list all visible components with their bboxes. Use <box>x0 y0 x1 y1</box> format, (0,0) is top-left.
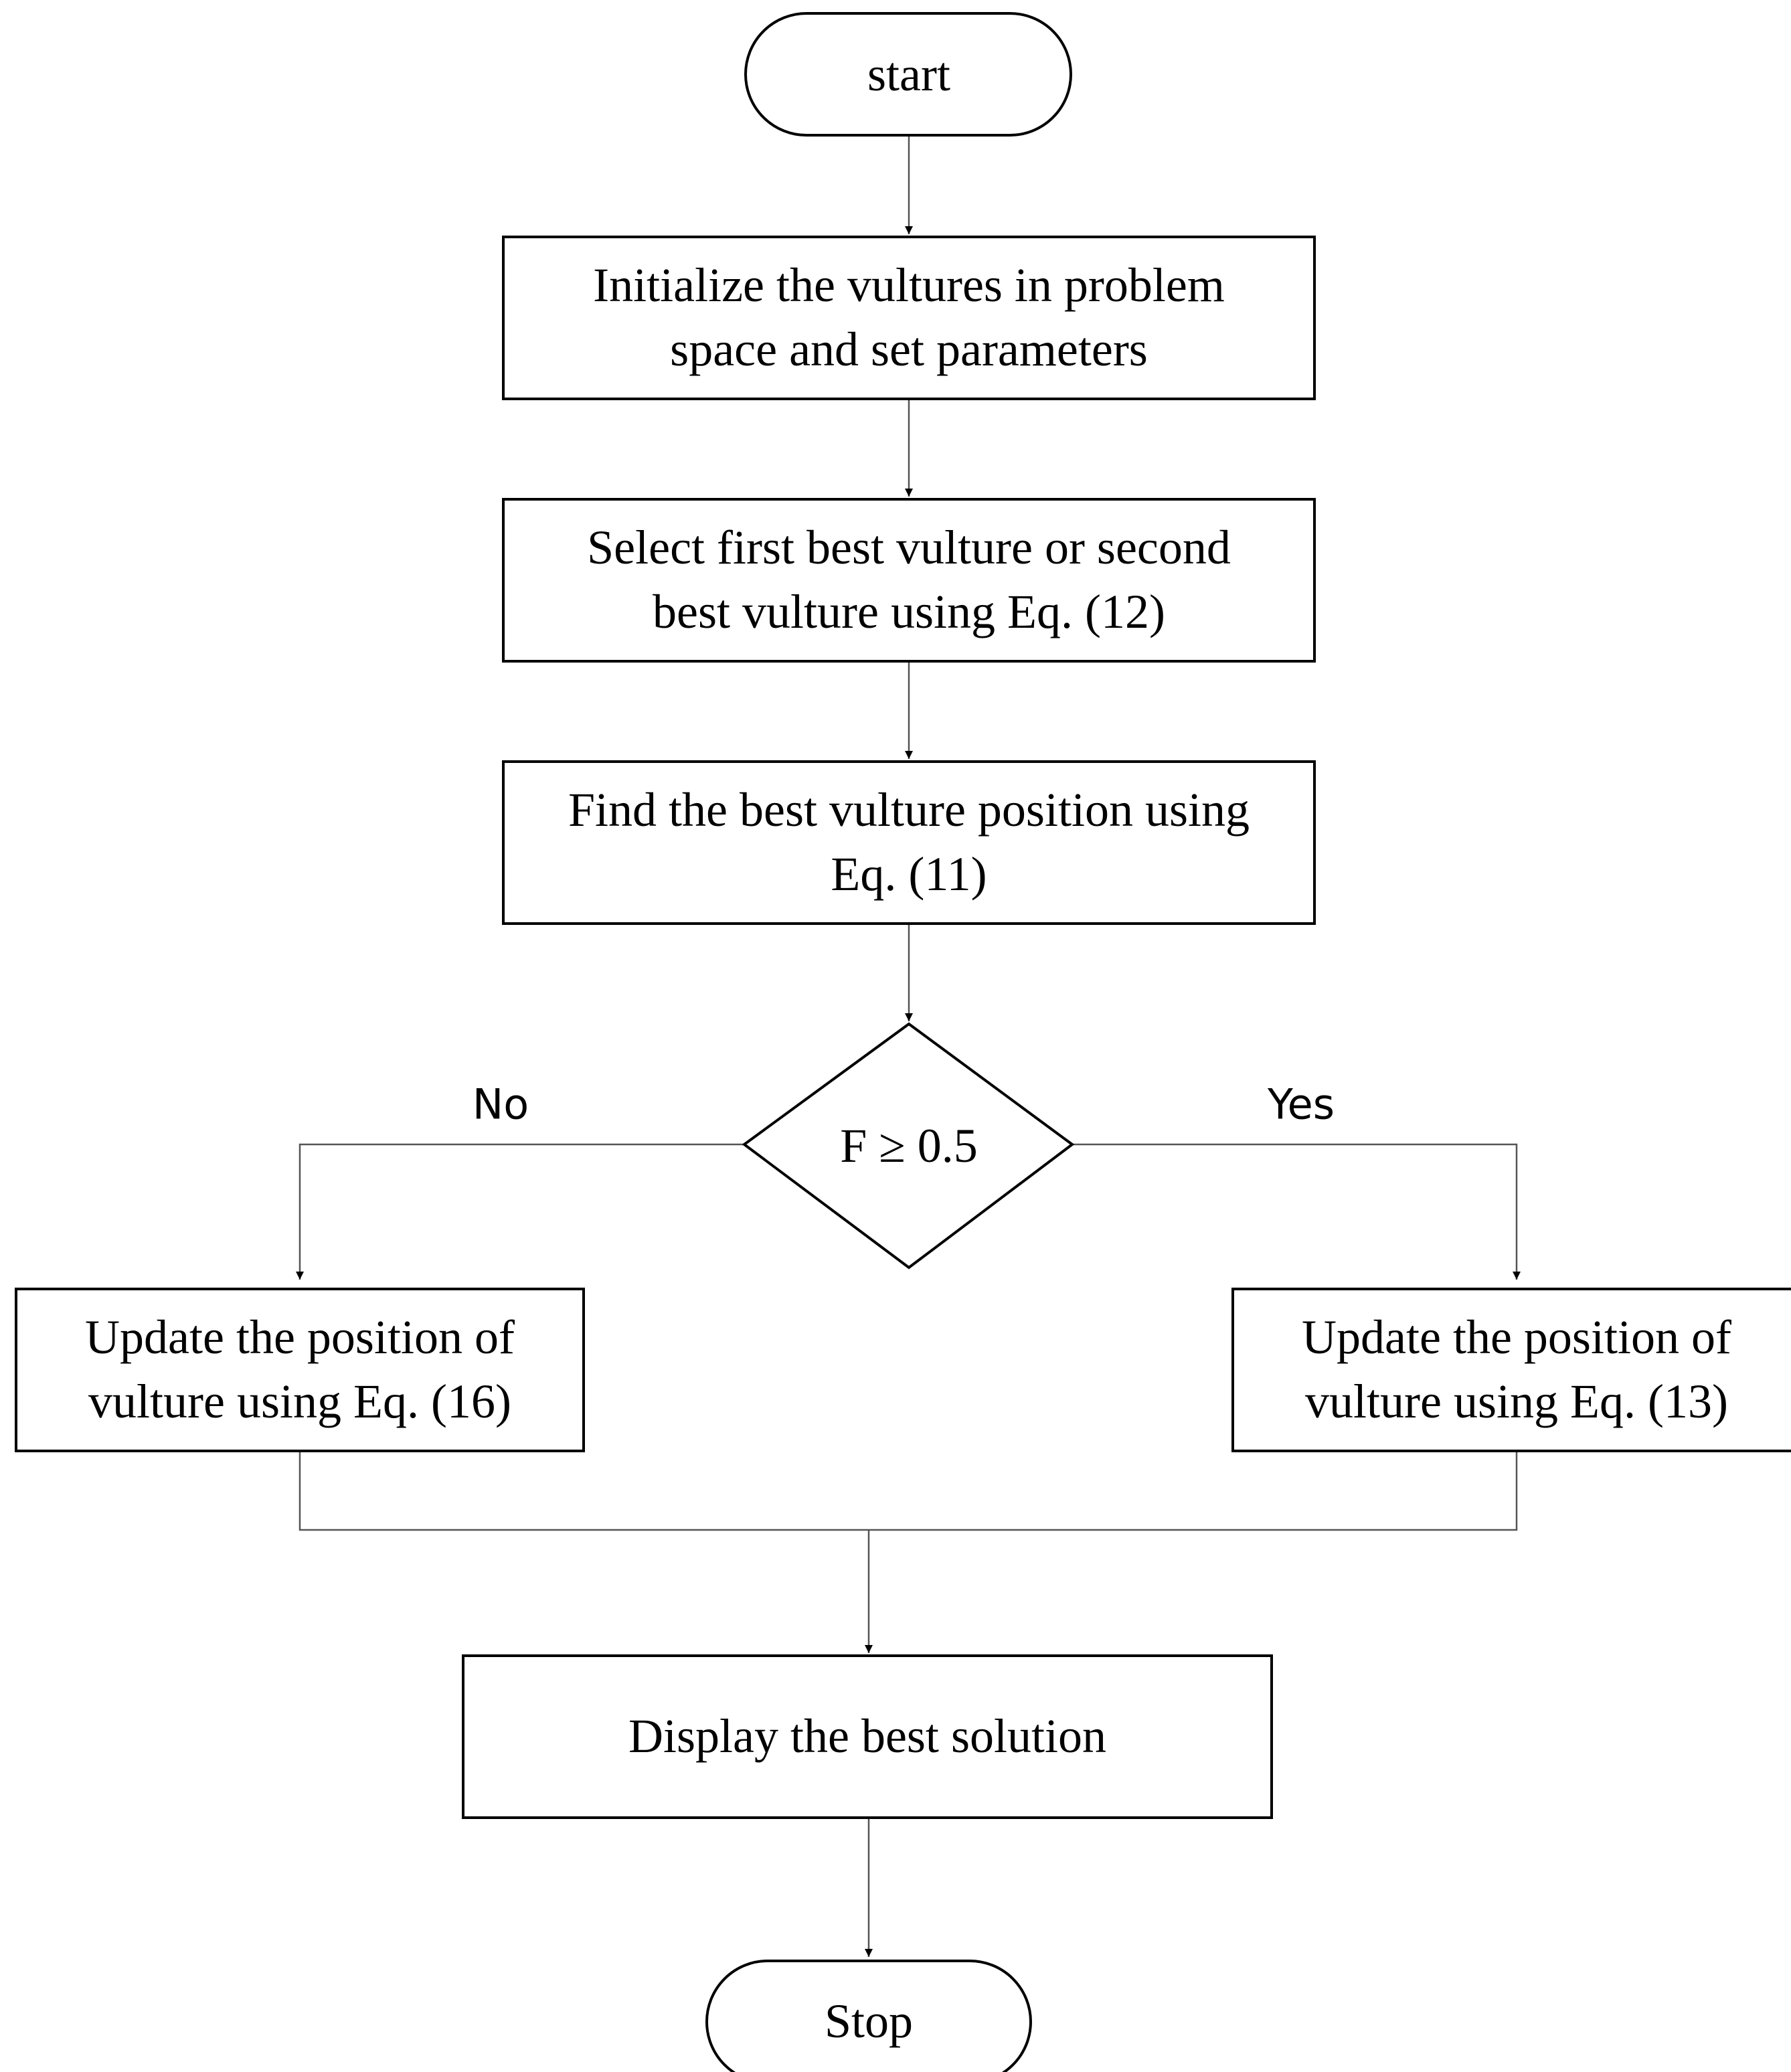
arrow-decision-no-branch <box>296 1143 744 1280</box>
start-label: start <box>867 48 950 101</box>
decision-node: F ≥ 0.5 <box>742 1022 1075 1270</box>
branch-no-label: No <box>473 1080 529 1129</box>
find-label-line1: Find the best vulture position using <box>568 783 1250 837</box>
decision-label: F ≥ 0.5 <box>840 1119 978 1173</box>
stop-label: Stop <box>825 1994 913 2048</box>
update-yes-node: Update the position of vulture using Eq.… <box>1231 1288 1791 1452</box>
update-yes-label-line1: Update the position of <box>1302 1310 1731 1364</box>
connectors <box>296 135 1521 1957</box>
arrow-decision-yes-branch <box>1072 1143 1521 1280</box>
branch-yes-label: Yes <box>1267 1080 1335 1129</box>
initialize-label-line1: Initialize the vultures in problem <box>593 258 1225 312</box>
display-label: Display the best solution <box>628 1709 1106 1763</box>
find-label-line2: Eq. (11) <box>831 847 987 901</box>
merge-line <box>298 1451 1518 1531</box>
update-no-node: Update the position of vulture using Eq.… <box>15 1288 585 1452</box>
select-label-line1: Select first best vulture or second <box>587 521 1231 574</box>
update-no-label-line1: Update the position of <box>85 1310 515 1364</box>
update-no-label-line2: vulture using Eq. (16) <box>88 1375 511 1428</box>
select-node: Select first best vulture or second best… <box>502 498 1316 663</box>
initialize-node: Initialize the vultures in problem space… <box>502 236 1316 400</box>
select-label-line2: best vulture using Eq. (12) <box>653 585 1165 638</box>
initialize-label-line2: space and set parameters <box>670 323 1148 376</box>
update-yes-label-line2: vulture using Eq. (13) <box>1305 1375 1728 1428</box>
display-node: Display the best solution <box>462 1654 1273 1819</box>
find-node: Find the best vulture position using Eq.… <box>502 760 1316 925</box>
start-node: start <box>744 12 1072 137</box>
stop-node: Stop <box>705 1960 1032 2072</box>
